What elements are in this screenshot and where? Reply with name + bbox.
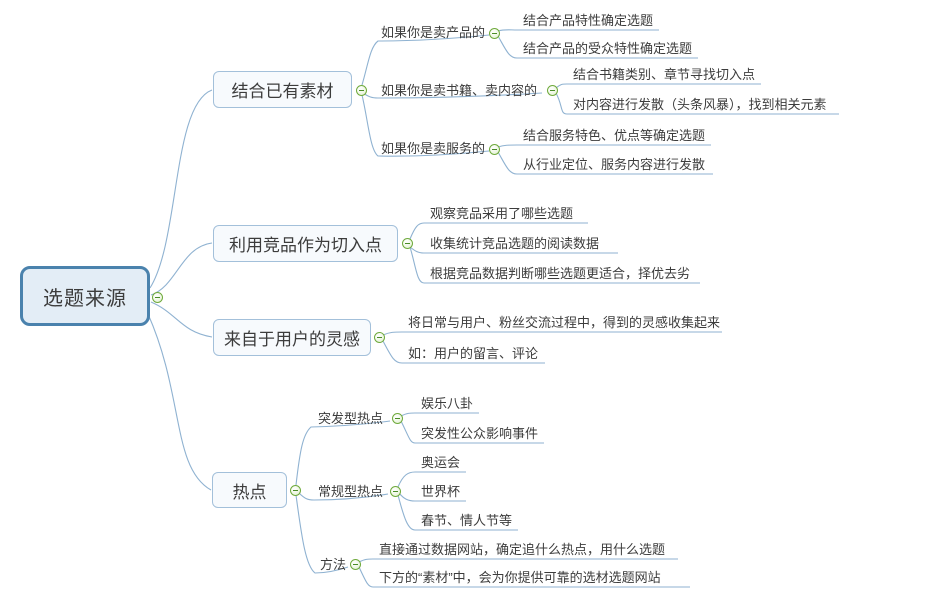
branch-hot-topics[interactable]: 热点 [212,472,287,508]
branch-user-inspiration[interactable]: 来自于用户的灵感 [213,319,371,356]
minus-bar [395,418,400,419]
leaf-user-comments[interactable]: 如：用户的留言、评论 [408,346,539,361]
minus-bar [550,90,555,91]
collapse-icon-sell-services[interactable] [489,144,500,155]
minus-bar [293,490,298,491]
root-node-topic-sources[interactable]: 选题来源 [20,266,150,326]
node-sell-services[interactable]: 如果你是卖服务的 [381,141,486,156]
branch-competitor-analysis[interactable]: 利用竞品作为切入点 [213,225,398,262]
minus-bar [393,491,398,492]
leaf-product-audience[interactable]: 结合产品的受众特性确定选题 [523,41,693,56]
collapse-icon-competitor-analysis[interactable] [402,238,413,249]
minus-bar [492,149,497,150]
minus-bar [359,90,364,91]
collapse-icon-existing-materials[interactable] [356,85,367,96]
minus-bar [405,243,410,244]
leaf-entertainment-gossip[interactable]: 娱乐八卦 [421,396,474,411]
collapse-icon-sell-books[interactable] [547,85,558,96]
leaf-public-impact-events[interactable]: 突发性公众影响事件 [421,426,539,441]
leaf-festivals[interactable]: 春节、情人节等 [421,513,513,528]
leaf-olympics[interactable]: 奥运会 [421,455,461,470]
minus-bar [353,564,358,565]
branch-existing-materials[interactable]: 结合已有素材 [213,71,352,108]
node-sell-products[interactable]: 如果你是卖产品的 [381,25,486,40]
leaf-collect-inspiration[interactable]: 将日常与用户、粉丝交流过程中，得到的灵感收集起来 [408,315,721,330]
connector-group [147,29,839,588]
minus-bar [492,33,497,34]
collapse-icon-sell-products[interactable] [489,28,500,39]
leaf-industry-positioning[interactable]: 从行业定位、服务内容进行发散 [523,157,706,172]
leaf-material-section[interactable]: 下方的“素材”中，会为你提供可靠的选材选题网站 [379,570,661,585]
leaf-book-categories[interactable]: 结合书籍类别、章节寻找切入点 [573,67,756,82]
node-sell-books-content[interactable]: 如果你是卖书籍、卖内容的 [381,83,538,98]
leaf-world-cup[interactable]: 世界杯 [421,484,461,499]
node-sudden-hotspots[interactable]: 突发型热点 [318,411,384,426]
leaf-collect-reading-data[interactable]: 收集统计竞品选题的阅读数据 [430,236,600,251]
collapse-icon-regular-hotspots[interactable] [390,486,401,497]
leaf-observe-competitor-topics[interactable]: 观察竞品采用了哪些选题 [430,206,574,221]
leaf-data-websites[interactable]: 直接通过数据网站，确定追什么热点，用什么选题 [379,542,666,557]
leaf-product-features[interactable]: 结合产品特性确定选题 [523,13,654,28]
collapse-icon-sudden-hotspots[interactable] [392,413,403,424]
leaf-content-brainstorm[interactable]: 对内容进行发散（头条风暴），找到相关元素 [573,97,827,112]
collapse-icon-user-inspiration[interactable] [374,332,385,343]
collapse-icon-root[interactable] [152,292,163,303]
node-methods[interactable]: 方法 [320,557,347,572]
collapse-icon-hot-topics[interactable] [290,485,301,496]
node-regular-hotspots[interactable]: 常规型热点 [318,484,384,499]
minus-bar [155,297,160,298]
minus-bar [377,337,382,338]
leaf-service-features[interactable]: 结合服务特色、优点等确定选题 [523,128,706,143]
collapse-icon-methods[interactable] [350,559,361,570]
leaf-judge-suitable-topics[interactable]: 根据竞品数据判断哪些选题更适合，择优去劣 [430,266,691,281]
